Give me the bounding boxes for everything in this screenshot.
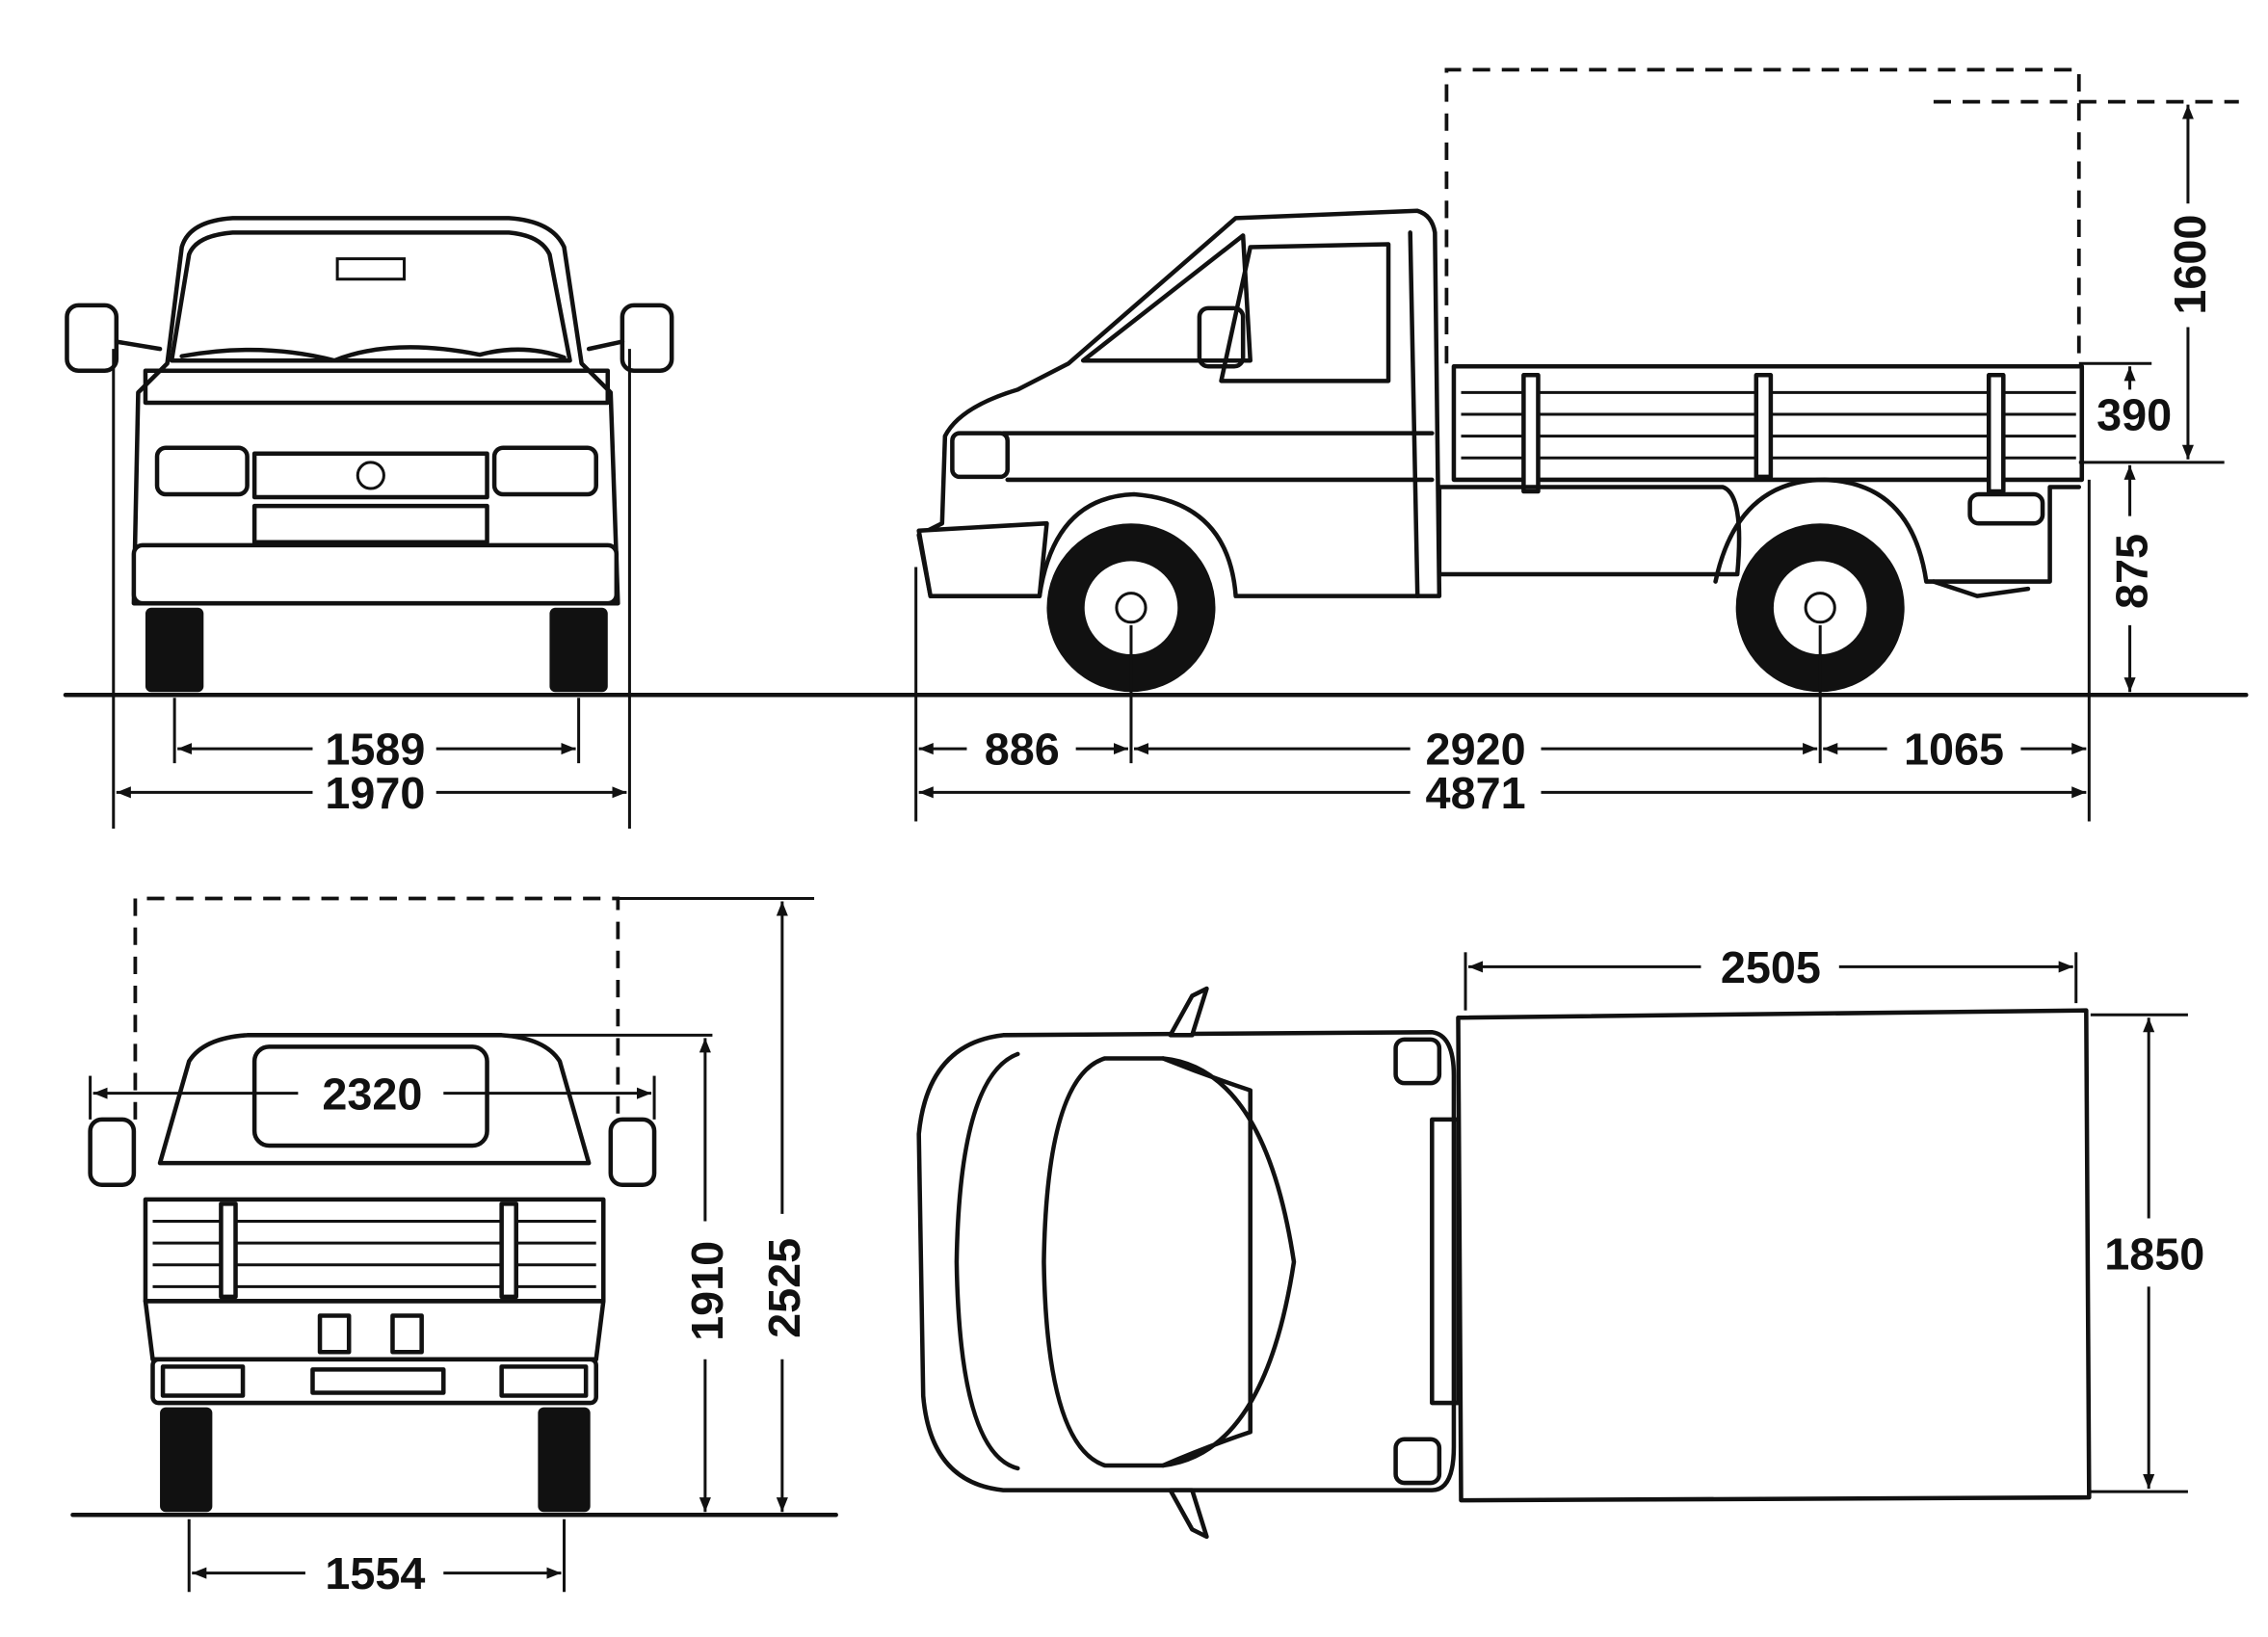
- front-view: 1589 1970: [63, 216, 875, 830]
- front-wheel: [1046, 523, 1216, 693]
- rear-fender: [1713, 477, 2082, 584]
- canopy-outline: [133, 896, 620, 1120]
- side-mirror-left: [88, 1117, 137, 1188]
- dim-overall-width: 1970: [325, 768, 425, 818]
- logo-emblem: [356, 461, 385, 490]
- side-mirror-left: [65, 303, 119, 374]
- rear-view: 2320 1910 2525 1554: [70, 896, 838, 1598]
- top-view: 2505 1850: [916, 942, 2204, 1540]
- headlight-left: [154, 445, 250, 497]
- windshield: [169, 230, 572, 363]
- hood-outline: [954, 1051, 1020, 1471]
- mirror-top-left: [1168, 986, 1209, 1038]
- dim-rear-overhang: 1065: [1904, 725, 2004, 775]
- wheel-left: [145, 607, 204, 693]
- wheel-right: [549, 607, 608, 693]
- side-view: 886 2920 1065 4871 1600 390 875: [870, 67, 2249, 822]
- roof-line: [1160, 1056, 1297, 1468]
- canopy-outline: [1444, 67, 2081, 364]
- dim-overall-length: 4871: [1426, 768, 1526, 818]
- rear-chassis: [143, 1299, 606, 1362]
- dim-track-rear: 1554: [325, 1548, 425, 1598]
- front-bumper: [131, 542, 620, 606]
- rear-window: [251, 1044, 489, 1149]
- wipers: [179, 345, 567, 363]
- dim-track-front: 1589: [325, 725, 425, 775]
- windshield: [1080, 233, 1253, 363]
- side-window: [1219, 242, 1391, 383]
- grille: [251, 451, 489, 500]
- mirror: [1197, 305, 1246, 369]
- dim-front-overhang: 886: [985, 725, 1060, 775]
- dim-bed-length: 2505: [1721, 942, 1821, 992]
- wheel-right: [538, 1407, 591, 1513]
- tow-hitch: [1931, 579, 2031, 598]
- bed-post: [1986, 373, 2006, 494]
- dim-height-canopy: 2525: [759, 1238, 809, 1338]
- wheel-left: [160, 1407, 213, 1513]
- bed-post: [1754, 373, 1774, 480]
- mirror-interior: [335, 257, 407, 281]
- taillight-right: [499, 1364, 589, 1398]
- cargo-bed-top: [1456, 1008, 2092, 1503]
- dim-width-mirrors: 2320: [322, 1069, 422, 1119]
- dim-wheelbase: 2920: [1426, 725, 1526, 775]
- chassis-frame: [1437, 485, 1742, 577]
- side-mirror-right: [620, 303, 674, 374]
- dim-height-cab: 1910: [682, 1241, 732, 1341]
- front-bumper: [916, 520, 1049, 598]
- headlight-right: [491, 445, 598, 497]
- hood-edge: [143, 368, 611, 406]
- taillight-left: [160, 1364, 246, 1398]
- dim-canopy-height: 1600: [2165, 215, 2215, 315]
- dim-loading-height: 875: [2107, 534, 2157, 609]
- lower-grille: [251, 503, 489, 545]
- cab-body: [916, 208, 1442, 598]
- side-mirror-right: [608, 1117, 657, 1188]
- rear-bumper: [150, 1357, 598, 1406]
- windshield-top: [1042, 1056, 1253, 1468]
- dim-side-board-height: 390: [2097, 390, 2172, 440]
- rear-wheel: [1735, 523, 1905, 693]
- mirror-top-right: [1168, 1488, 1209, 1540]
- license-plate: [310, 1367, 446, 1395]
- dim-bed-width: 1850: [2104, 1228, 2204, 1279]
- headlight: [950, 431, 1010, 480]
- cab-top: [916, 1030, 1457, 1492]
- bed-post: [1521, 373, 1541, 494]
